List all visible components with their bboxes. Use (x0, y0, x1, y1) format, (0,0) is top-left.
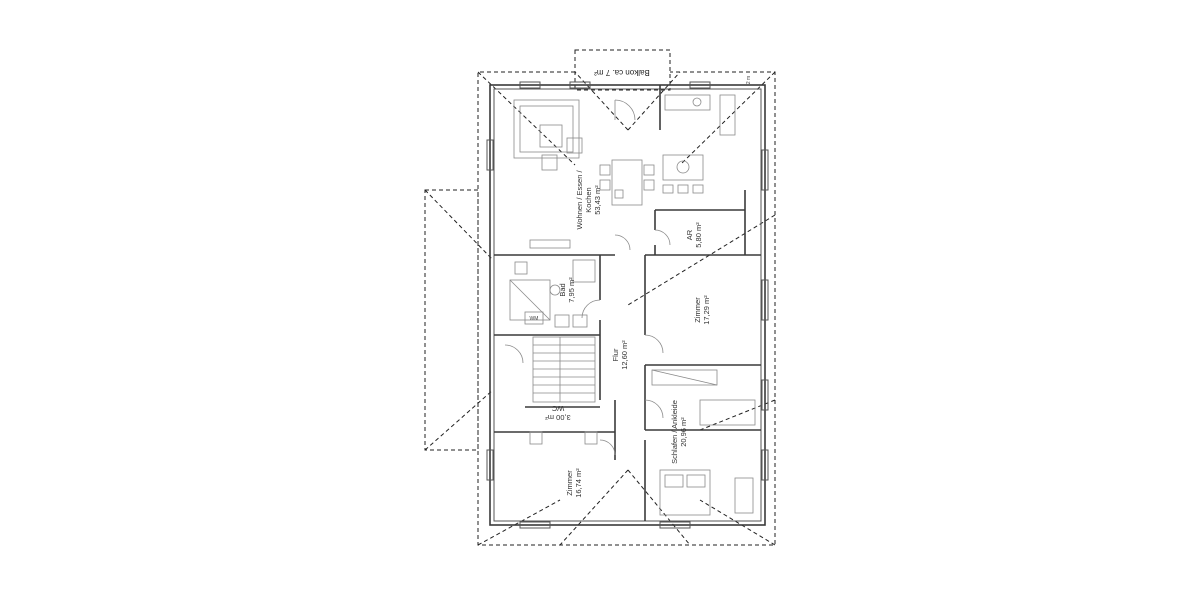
svg-text:AR: AR (685, 229, 694, 240)
balcony: Balkon ca. 7 m² (574, 49, 671, 91)
svg-text:Kochen: Kochen (584, 187, 593, 212)
svg-text:Schlafen / Ankleide: Schlafen / Ankleide (670, 400, 679, 464)
roof-outline (424, 71, 776, 546)
svg-text:WC: WC (551, 404, 564, 413)
svg-text:Flur: Flur (611, 348, 620, 361)
room-label-wohnen: Wohnen / Essen / Kochen 53,43 m² (575, 170, 602, 230)
svg-text:Wohnen / Essen /: Wohnen / Essen / (575, 170, 584, 230)
svg-text:20,96 m²: 20,96 m² (679, 417, 688, 447)
room-label-wc: 3,00 m² WC (545, 404, 571, 422)
svg-text:17,29 m²: 17,29 m² (702, 295, 711, 325)
windows (486, 81, 769, 529)
bedroom-furniture (651, 369, 756, 516)
room-label-zimmer-sw: Zimmer 16,74 m² (565, 468, 583, 498)
dimension-note: 2 m (746, 76, 752, 84)
washing-machine-label: WM (530, 316, 539, 322)
room-label-zimmer-east: Zimmer 17,29 m² (693, 295, 711, 325)
doors (504, 99, 671, 456)
room-label-schlafen: Schlafen / Ankleide 20,96 m² (670, 400, 688, 464)
svg-text:2 m: 2 m (746, 76, 752, 84)
svg-text:Bad: Bad (558, 283, 567, 296)
interior-walls (494, 85, 761, 521)
bathroom-fixtures: WM (509, 259, 596, 328)
svg-text:3,00 m²: 3,00 m² (545, 413, 571, 422)
svg-text:53,43 m²: 53,43 m² (593, 185, 602, 215)
svg-text:Zimmer: Zimmer (693, 297, 702, 323)
svg-text:Zimmer: Zimmer (565, 470, 574, 496)
svg-text:12,60 m²: 12,60 m² (620, 340, 629, 370)
living-furniture (513, 94, 736, 249)
svg-text:5,80 m²: 5,80 m² (694, 222, 703, 248)
staircase (532, 336, 596, 403)
room-label-bad: Bad 7,95 m² (558, 277, 576, 303)
svg-text:16,74 m²: 16,74 m² (574, 468, 583, 498)
svg-text:7,95 m²: 7,95 m² (567, 277, 576, 303)
room-label-ar: AR 5,80 m² (685, 222, 703, 248)
balcony-label: Balkon ca. 7 m² (594, 68, 650, 77)
room-label-flur: Flur 12,60 m² (611, 340, 629, 370)
exterior-walls (489, 84, 766, 526)
wc-fixtures (529, 431, 598, 445)
